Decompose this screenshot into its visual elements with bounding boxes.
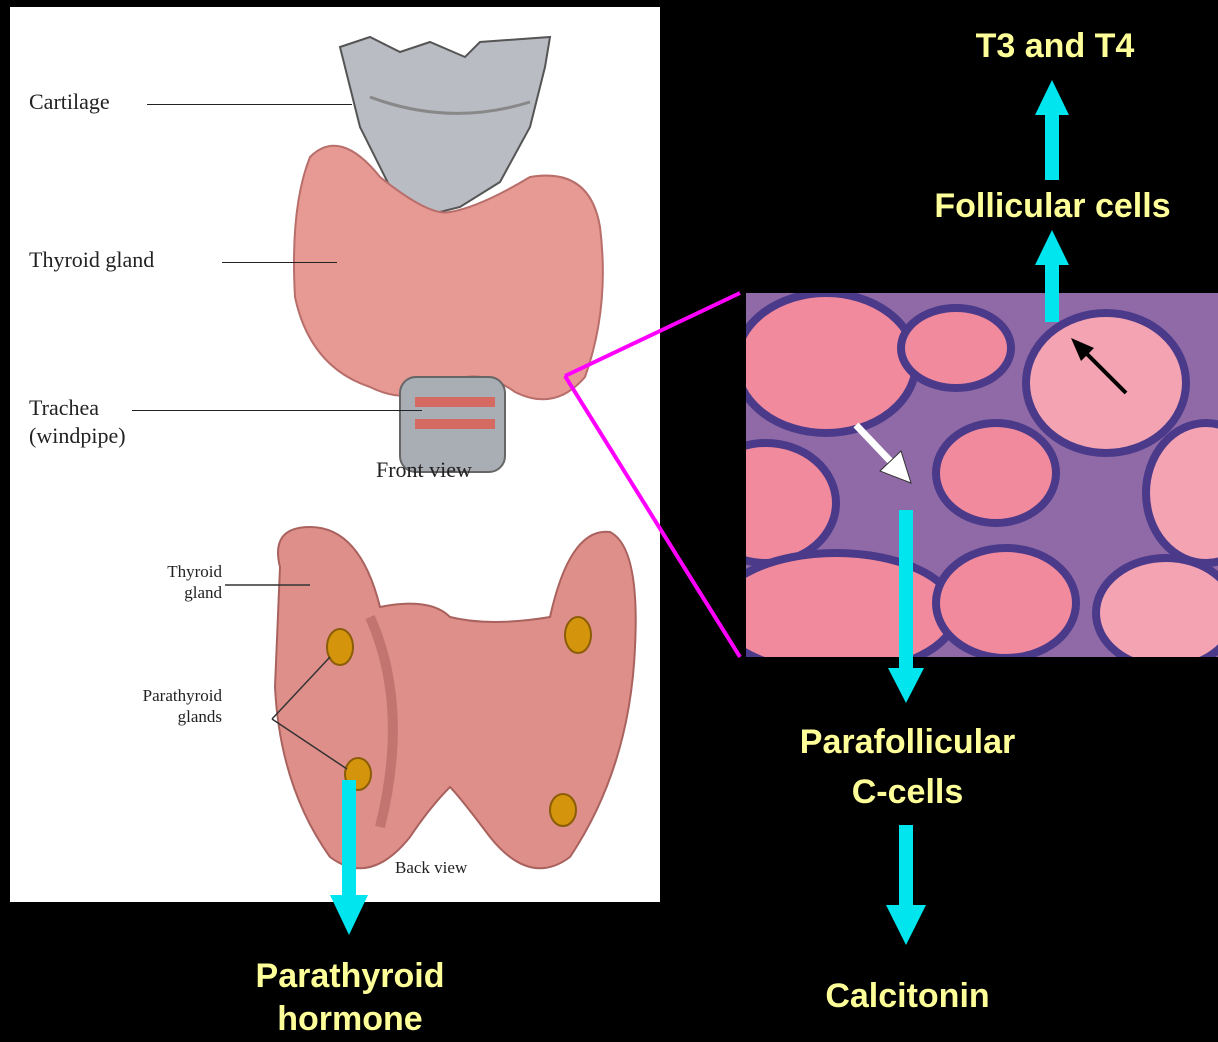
arrow-to-follicular-shaft <box>1045 262 1059 322</box>
calcitonin-label: Calcitonin <box>785 977 1030 1016</box>
arrow-to-parafollicular-head <box>888 668 924 703</box>
arrow-to-parafollicular-shaft <box>899 510 913 670</box>
parafollicular-label-line1: Parafollicular <box>765 723 1050 762</box>
parathyroid-hormone-label-line2: hormone <box>215 1000 485 1039</box>
arrow-to-t3t4-head <box>1035 80 1069 115</box>
arrow-to-pth-head <box>330 895 368 935</box>
connector-line-top <box>565 293 740 376</box>
arrow-to-follicular-head <box>1035 230 1069 265</box>
parathyroid-hormone-label-line1: Parathyroid <box>215 957 485 996</box>
arrow-to-t3t4-shaft <box>1045 110 1059 180</box>
connector-line-bottom <box>565 376 740 657</box>
t3-t4-label: T3 and T4 <box>945 27 1165 66</box>
arrow-to-calcitonin-shaft <box>899 825 913 910</box>
follicular-cells-label: Follicular cells <box>900 187 1205 226</box>
arrow-to-pth-shaft <box>342 780 356 900</box>
parafollicular-label-line2: C-cells <box>765 773 1050 812</box>
arrow-to-calcitonin-head <box>886 905 926 945</box>
